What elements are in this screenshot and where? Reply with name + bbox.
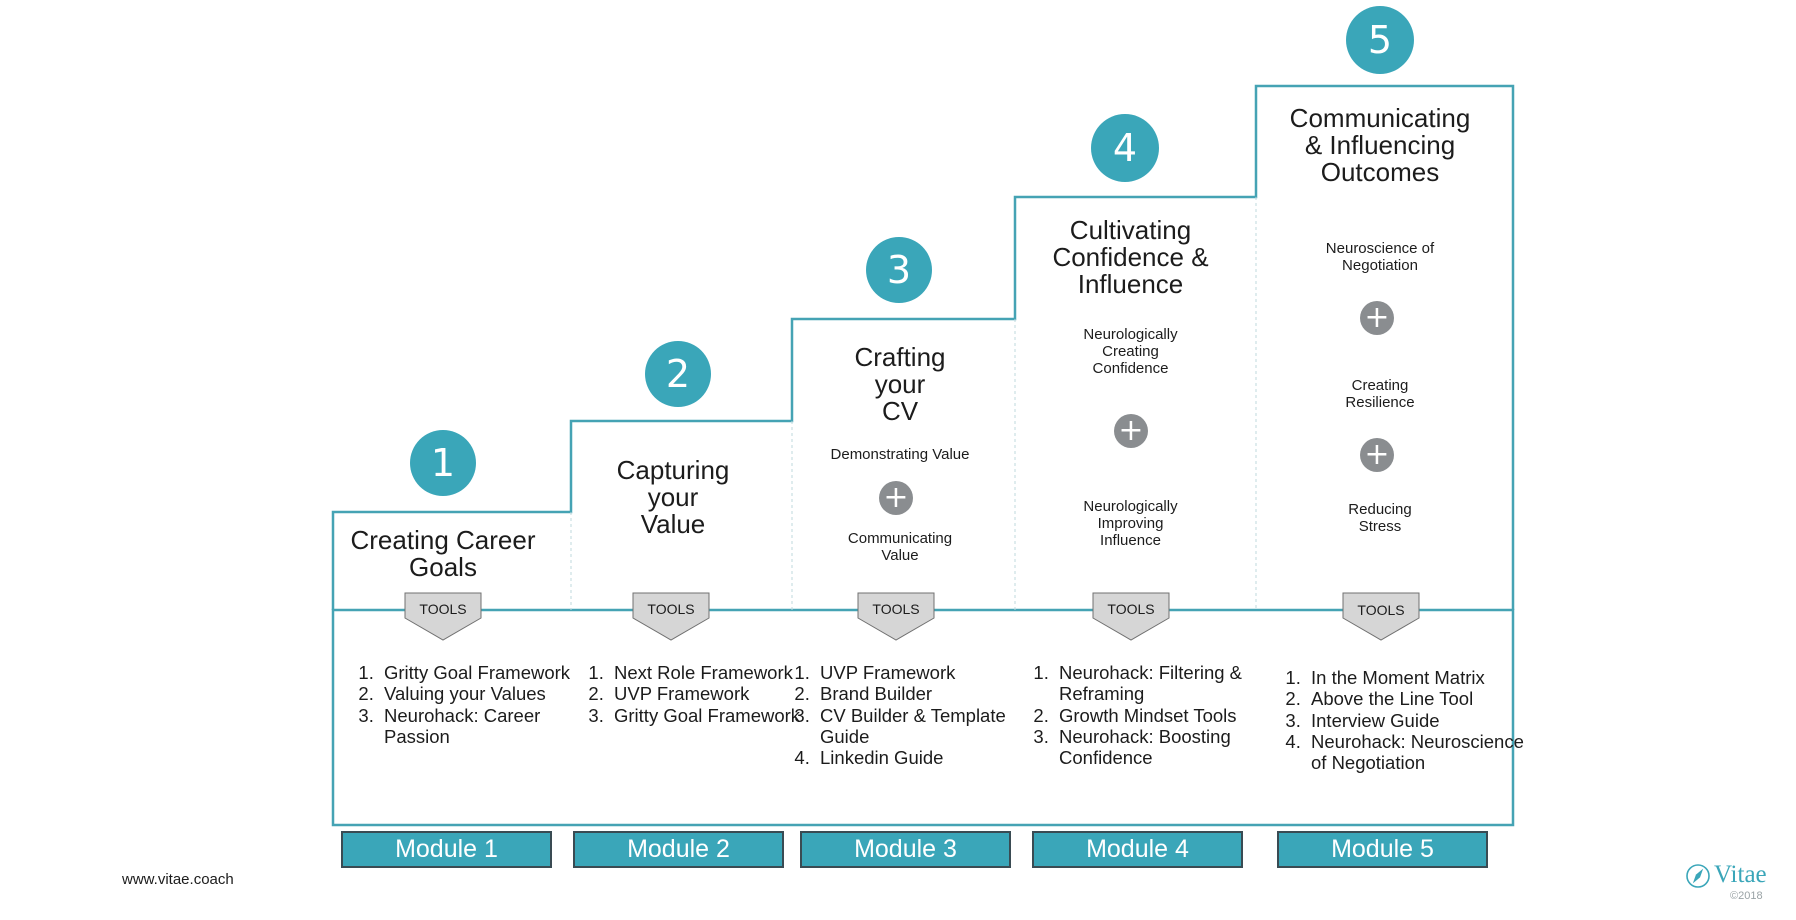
tools-label-5: TOOLS [1357,602,1405,618]
tool-item: Brand Builder [815,683,1025,704]
module-3-button[interactable]: Module 3 [800,831,1011,868]
tool-item: Neurohack: Career Passion [379,705,579,748]
chevron-tag-icon [404,592,482,641]
module-4-button[interactable]: Module 4 [1032,831,1243,868]
step-title-2: Capturing your Value [616,455,730,539]
tools-label-4: TOOLS [1107,601,1155,617]
tool-list-1: Gritty Goal Framework Valuing your Value… [349,662,579,747]
staircase-outline [331,84,1515,610]
vitae-logo: Vitae ©2018 [1685,860,1789,908]
tool-list-3: UVP Framework Brand Builder CV Builder &… [785,662,1025,768]
tool-list-2: Next Role Framework UVP Framework Gritty… [579,662,809,726]
tool-item: Gritty Goal Framework [379,662,579,683]
plus-icon: + [1360,438,1394,472]
chevron-tag-icon [857,592,935,641]
tool-item: Neurohack: Neuroscience of Negotiation [1306,731,1528,774]
tool-item: Neurohack: Boosting Confidence [1054,726,1274,769]
tool-item: UVP Framework [815,662,1025,683]
tool-item: Above the Line Tool [1306,688,1528,709]
tool-item: Valuing your Values [379,683,579,704]
copyright: ©2018 [1730,890,1763,902]
tool-item: In the Moment Matrix [1306,667,1528,688]
tools-label-1: TOOLS [419,601,467,617]
step-5-subtopic-2: Creating Resilience [1345,377,1415,411]
tool-list-5: In the Moment Matrix Above the Line Tool… [1276,667,1528,773]
tool-item: Neurohack: Filtering & Reframing [1054,662,1274,705]
step-number-4: 4 [1091,114,1159,182]
chevron-tag-icon [1092,592,1170,641]
step-number-2: 2 [645,341,711,407]
step-4-subtopic-1: Neurologically Creating Confidence [1083,326,1178,377]
step-title-3: Crafting your CV [854,342,946,426]
step-number-1: 1 [410,430,476,496]
step-5-subtopic-3: Reducing Stress [1348,501,1412,535]
module-2-button[interactable]: Module 2 [573,831,784,868]
tool-item: Linkedin Guide [815,747,1025,768]
step-3-subtopic-2: Communicating Value [847,530,953,564]
compass-icon [1686,864,1710,888]
tool-item: CV Builder & Template Guide [815,705,1025,748]
step-3-subtopic-1: Demonstrating Value [830,446,970,463]
tool-list-4: Neurohack: Filtering & Reframing Growth … [1024,662,1274,768]
tool-item: Growth Mindset Tools [1054,705,1274,726]
step-title-5: Communicating & Influencing Outcomes [1289,103,1471,187]
module-5-button[interactable]: Module 5 [1277,831,1488,868]
module-1-button[interactable]: Module 1 [341,831,552,868]
chevron-tag-icon [632,592,710,641]
plus-icon: + [1114,414,1148,448]
plus-icon: + [879,481,913,515]
plus-icon: + [1360,301,1394,335]
tool-item: Gritty Goal Framework [609,705,809,726]
tool-item: Interview Guide [1306,710,1528,731]
website-link[interactable]: www.vitae.coach [122,871,234,888]
step-5-subtopic-1: Neuroscience of Negotiation [1325,240,1435,274]
tool-item: Next Role Framework [609,662,809,683]
step-title-4: Cultivating Confidence & Influence [1052,215,1209,299]
tool-item: UVP Framework [609,683,809,704]
tools-label-3: TOOLS [872,601,920,617]
brand-name: Vitae [1714,861,1767,888]
step-4-subtopic-2: Neurologically Improving Influence [1083,498,1178,549]
step-title-1: Creating Career Goals [350,525,536,582]
chevron-tag-icon [1342,592,1420,641]
tools-label-2: TOOLS [647,601,695,617]
step-number-5: 5 [1346,6,1414,74]
step-number-3: 3 [866,237,932,303]
